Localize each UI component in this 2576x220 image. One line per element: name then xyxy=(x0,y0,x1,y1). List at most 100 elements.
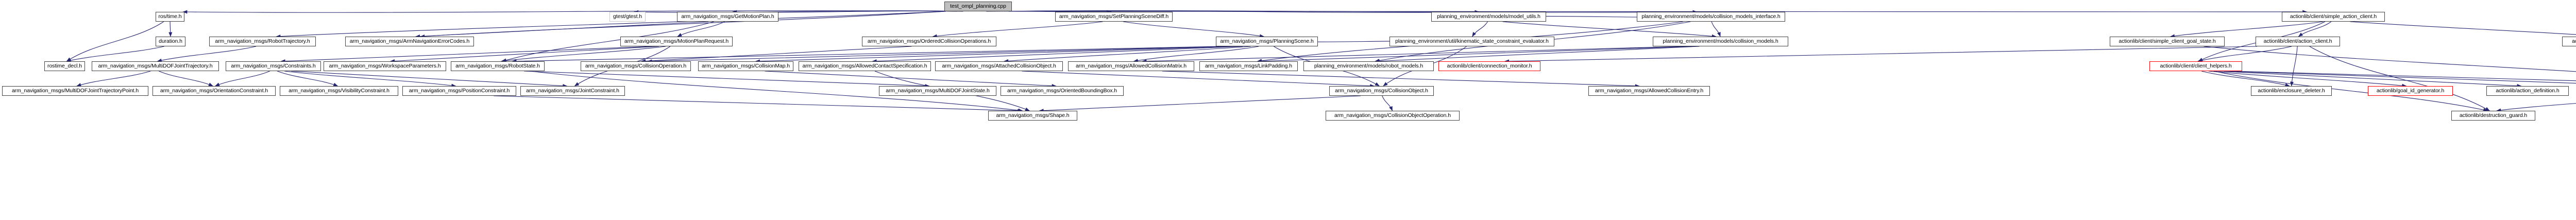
graph-node-actionlib-goal-id-generator-h[interactable]: actionlib/goal_id_generator.h xyxy=(2368,86,2453,96)
graph-edge xyxy=(76,71,151,87)
graph-node-arm-navigation-msgs-motionplanrequest-h[interactable]: arm_navigation_msgs/MotionPlanRequest.h xyxy=(620,37,733,46)
graph-node-arm-navigation-msgs-collisionobject-h[interactable]: arm_navigation_msgs/CollisionObject.h xyxy=(1329,86,1434,96)
graph-node-arm-navigation-msgs-orientationconstraint-h[interactable]: arm_navigation_msgs/OrientationConstrain… xyxy=(152,86,276,96)
graph-edge xyxy=(1504,46,2258,63)
graph-edge xyxy=(1004,46,1251,63)
graph-edge xyxy=(1133,46,1259,63)
graph-node-actionlib-client-simple-action-client-h[interactable]: actionlib/client/simple_action_client.h xyxy=(2282,12,2385,22)
graph-node-planning-environment-models-collision-models-interface-h[interactable]: planning_environment/models/collision_mo… xyxy=(1637,12,1785,22)
graph-edge xyxy=(494,95,1023,113)
graph-edge xyxy=(159,71,213,87)
graph-edge xyxy=(277,71,338,87)
graph-node-planning-environment-models-model-utils-h[interactable]: planning_environment/models/model_utils.… xyxy=(1431,12,1546,22)
graph-edge xyxy=(66,46,164,62)
graph-edge xyxy=(157,46,257,62)
graph-edge xyxy=(641,46,912,63)
graph-edge xyxy=(932,21,1103,38)
graph-node-arm-navigation-msgs-constraints-h[interactable]: arm_navigation_msgs/Constraints.h xyxy=(226,61,321,71)
graph-edge xyxy=(2230,71,2576,81)
graph-node-test-ompl-planning-cpp[interactable]: test_ompl_planning.cpp xyxy=(944,2,1012,11)
graph-node-arm-navigation-msgs-workspaceparameters-h[interactable]: arm_navigation_msgs/WorkspaceParameters.… xyxy=(324,61,446,71)
graph-edge xyxy=(512,46,1221,63)
graph-node-arm-navigation-msgs-shape-h[interactable]: arm_navigation_msgs/Shape.h xyxy=(988,111,1077,121)
graph-edge xyxy=(765,71,1057,88)
graph-node-actionlib-enclosure-deleter-h[interactable]: actionlib/enclosure_deleter.h xyxy=(2251,86,2332,96)
graph-edge xyxy=(1257,46,1692,63)
graph-edge xyxy=(500,46,666,63)
graph-node-planning-environment-models-collision-models-h[interactable]: planning_environment/models/collision_mo… xyxy=(1653,37,1788,46)
graph-edge xyxy=(2201,71,2290,87)
graph-edge xyxy=(677,21,725,37)
graph-node-actionlib-client-connection-monitor-h[interactable]: actionlib/client/connection_monitor.h xyxy=(1438,61,1540,71)
graph-edge xyxy=(182,10,946,14)
graph-node-arm-navigation-msgs-setplanningscenediff-h[interactable]: arm_navigation_msgs/SetPlanningSceneDiff… xyxy=(1055,12,1173,22)
graph-node-arm-navigation-msgs-linkpadding-h[interactable]: arm_navigation_msgs/LinkPadding.h xyxy=(1199,61,1298,71)
graph-node-actionlib-client-simple-client-goal-state-h[interactable]: actionlib/client/simple_client_goal_stat… xyxy=(2110,37,2225,46)
graph-edge xyxy=(1472,21,1488,37)
graph-node-gtest-gtest-h[interactable]: gtest/gtest.h xyxy=(609,12,646,22)
graph-edge xyxy=(2350,21,2576,35)
graph-node-arm-navigation-msgs-allowedcollisionentry-h[interactable]: arm_navigation_msgs/AllowedCollisionEntr… xyxy=(1588,86,1710,96)
graph-node-arm-navigation-msgs-robotstate-h[interactable]: arm_navigation_msgs/RobotState.h xyxy=(451,61,545,71)
graph-edge xyxy=(2204,46,2576,72)
graph-node-actionlib-client-action-client-h[interactable]: actionlib/client/action_client.h xyxy=(2256,37,2340,46)
graph-edge xyxy=(1711,21,1721,37)
graph-edge xyxy=(415,21,709,39)
graph-node-arm-navigation-msgs-robottrajectory-h[interactable]: arm_navigation_msgs/RobotTrajectory.h xyxy=(209,37,316,46)
graph-node-rostime-decl-h[interactable]: rostime_decl.h xyxy=(44,61,85,71)
graph-node-arm-navigation-msgs-orderedcollisionoperations-h[interactable]: arm_navigation_msgs/OrderedCollisionOper… xyxy=(862,37,996,46)
graph-node-arm-navigation-msgs-armnavigationerrorcodes-h[interactable]: arm_navigation_msgs/ArmNavigationErrorCo… xyxy=(345,37,474,46)
graph-node-actionlib-action-definition-h[interactable]: actionlib/action_definition.h xyxy=(2486,86,2569,96)
graph-edge xyxy=(1375,46,1700,63)
graph-node-actionlib-client-client-helpers-h[interactable]: actionlib/client/client_helpers.h xyxy=(2149,61,2242,71)
graph-node-actionlib-client-simple-goal-state-h[interactable]: actionlib/client/simple_goal_state.h xyxy=(2562,37,2576,46)
graph-edge xyxy=(1022,71,1375,88)
graph-node-arm-navigation-msgs-orientedboundingbox-h[interactable]: arm_navigation_msgs/OrientedBoundingBox.… xyxy=(1001,86,1124,96)
graph-edge xyxy=(1502,21,1717,38)
graph-edge xyxy=(2170,21,2324,38)
graph-node-arm-navigation-msgs-allowedcollisionmatrix-h[interactable]: arm_navigation_msgs/AllowedCollisionMatr… xyxy=(1068,61,1194,71)
graph-node-arm-navigation-msgs-positionconstraint-h[interactable]: arm_navigation_msgs/PositionConstraint.h xyxy=(402,86,516,96)
graph-edge xyxy=(2309,46,2490,111)
graph-edge xyxy=(215,71,270,87)
graph-node-arm-navigation-msgs-visibilityconstraint-h[interactable]: arm_navigation_msgs/VisibilityConstraint… xyxy=(280,86,398,96)
graph-edge xyxy=(872,46,1243,63)
graph-node-arm-navigation-msgs-jointconstraint-h[interactable]: arm_navigation_msgs/JointConstraint.h xyxy=(520,86,625,96)
graph-edge xyxy=(66,21,164,62)
graph-edge xyxy=(755,46,1236,63)
graph-node-arm-navigation-msgs-multidofjointtrajectorypoint-h[interactable]: arm_navigation_msgs/MultiDOFJointTraject… xyxy=(2,86,148,96)
graph-node-arm-navigation-msgs-collisionoperation-h[interactable]: arm_navigation_msgs/CollisionOperation.h xyxy=(581,61,691,71)
graph-edge xyxy=(1162,71,1640,88)
graph-edge xyxy=(291,71,568,88)
graph-edge xyxy=(2290,46,2298,87)
graph-edge xyxy=(2208,71,2407,88)
graph-edge xyxy=(1123,21,1265,38)
graph-node-arm-navigation-msgs-getmotionplan-h[interactable]: arm_navigation_msgs/GetMotionPlan.h xyxy=(677,12,778,22)
graph-node-planning-environment-models-robot-models-h[interactable]: planning_environment/models/robot_models… xyxy=(1303,61,1434,71)
graph-node-actionlib-destruction-guard-h[interactable]: actionlib/destruction_guard.h xyxy=(2451,111,2535,121)
graph-node-planning-environment-util-kinematic-state-constraint-evaluator-h[interactable]: planning_environment/util/kinematic_stat… xyxy=(1389,37,1554,46)
graph-edge xyxy=(284,71,456,88)
graph-node-arm-navigation-msgs-multidofjointstate-h[interactable]: arm_navigation_msgs/MultiDOFJointState.h xyxy=(879,86,996,96)
graph-node-arm-navigation-msgs-attachedcollisionobject-h[interactable]: arm_navigation_msgs/AttachedCollisionObj… xyxy=(935,61,1063,71)
graph-edge xyxy=(2224,71,2576,83)
graph-node-ros-time-h[interactable]: ros/time.h xyxy=(156,12,184,22)
graph-edge xyxy=(168,21,173,37)
graph-edge xyxy=(280,46,653,63)
graph-edge xyxy=(2197,46,2292,62)
graph-node-duration-h[interactable]: duration.h xyxy=(156,37,185,46)
graph-node-arm-navigation-msgs-multidofjointtrajectory-h[interactable]: arm_navigation_msgs/MultiDOFJointTraject… xyxy=(92,61,219,71)
graph-edge xyxy=(647,46,1229,63)
graph-node-arm-navigation-msgs-planningscene-h[interactable]: arm_navigation_msgs/PlanningScene.h xyxy=(1216,37,1318,46)
graph-node-arm-navigation-msgs-collisionobjectoperation-h[interactable]: arm_navigation_msgs/CollisionObjectOpera… xyxy=(1326,111,1460,121)
graph-edge xyxy=(1382,95,1393,111)
graph-edge xyxy=(2215,71,2522,88)
graph-node-arm-navigation-msgs-collisionmap-h[interactable]: arm_navigation_msgs/CollisionMap.h xyxy=(698,61,793,71)
graph-edge xyxy=(524,71,930,88)
graph-node-arm-navigation-msgs-allowedcontactspecification-h[interactable]: arm_navigation_msgs/AllowedContactSpecif… xyxy=(799,61,931,71)
graph-edge xyxy=(1039,95,1361,113)
graph-edge xyxy=(2496,103,2576,112)
graph-edge xyxy=(390,46,659,63)
